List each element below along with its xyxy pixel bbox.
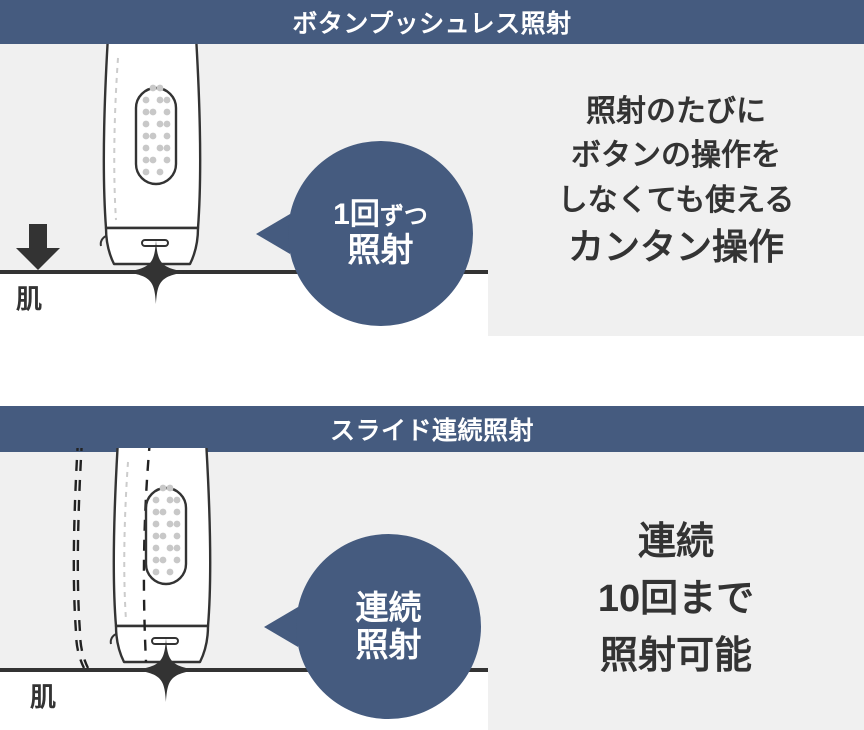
side-text-line: 10回まで — [597, 578, 755, 620]
side-text-bottom: 連続 10回まで 照射可能 — [488, 514, 864, 685]
panel-header-title: スライド連続照射 — [329, 417, 534, 445]
bubble-line-1: 1回ずつ — [333, 198, 428, 232]
side-text-line: 連続 — [637, 521, 714, 563]
bubble-line-1-main: 1回 — [333, 198, 380, 232]
side-text-line: 照射可能 — [599, 635, 752, 677]
side-text-line: ボタンの操作を — [571, 139, 781, 173]
bubble-tail-bottom — [264, 607, 298, 647]
skin-label: 肌 — [30, 682, 57, 712]
panel-body-top: 肌 — [0, 34, 864, 336]
side-text-line-emphasis: カンタン操作 — [567, 226, 784, 268]
side-text-line: 照射のたびに — [586, 95, 766, 128]
ipl-device-icon — [92, 438, 232, 672]
skin-surface-line — [0, 270, 488, 274]
panel-header-title: ボタンプッシュレス照射 — [292, 10, 572, 38]
bubble-tail-top — [256, 214, 290, 254]
sparkle-icon — [124, 240, 188, 304]
panel-header-bottom: スライド連続照射 — [0, 406, 864, 452]
side-text-line: しなくても使える — [557, 183, 795, 217]
ipl-device-icon — [82, 34, 222, 276]
panel-body-bottom: 肌 — [0, 438, 864, 730]
bubble-line-1-sub: ずつ — [379, 203, 428, 231]
sparkle-icon — [134, 638, 198, 702]
down-arrow-icon — [16, 224, 60, 270]
bubble-line-1: 連続 — [355, 588, 422, 626]
device-ghost-outline-icon — [0, 439, 136, 672]
side-text-top: 照射のたびに ボタンの操作を しなくても使える カンタン操作 — [488, 90, 864, 272]
bubble-line-2: 照射 — [347, 230, 414, 268]
callout-bubble-bottom: 連続 照射 — [296, 534, 481, 719]
skin-surface-line — [0, 668, 488, 672]
callout-bubble-top: 1回ずつ 照射 — [288, 141, 473, 326]
panel-slide-continuous: スライド連続照射 肌 — [0, 406, 864, 730]
skin-label: 肌 — [16, 284, 43, 314]
bubble-line-2: 照射 — [355, 625, 422, 663]
panel-header-top: ボタンプッシュレス照射 — [0, 0, 864, 44]
panel-button-pushless: ボタンプッシュレス照射 肌 — [0, 0, 864, 336]
